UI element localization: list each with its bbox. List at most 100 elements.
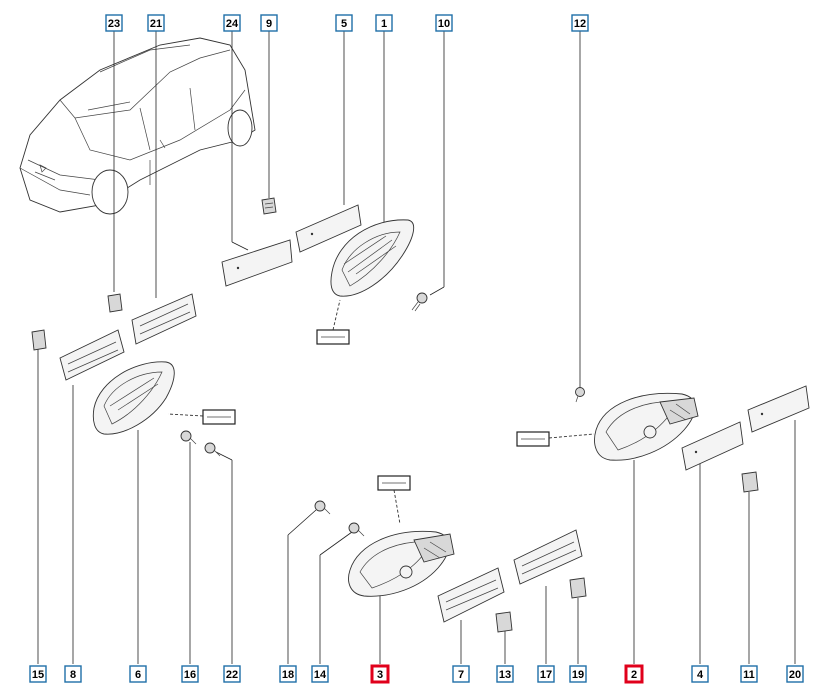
callout-box (260, 14, 278, 32)
callout-box (105, 14, 123, 32)
callout-number: 16 (184, 669, 196, 681)
callout-number: 12 (574, 18, 586, 30)
screw-12 (575, 387, 585, 403)
callout-5: 5 (335, 14, 353, 32)
door-handle-6 (92, 361, 175, 435)
callout-10: 10 (435, 14, 453, 32)
door-handle-3 (348, 530, 455, 597)
callout-box (223, 14, 241, 32)
callout-number: 3 (377, 669, 383, 681)
clip-part-13 (495, 611, 513, 633)
door-handle-2 (594, 392, 699, 461)
clip-part-11 (741, 471, 759, 493)
callout-4: 4 (691, 665, 709, 683)
callout-13: 13 (496, 665, 514, 683)
seal-plate-20 (747, 385, 810, 433)
callout-box (64, 665, 82, 683)
car-illustration (19, 37, 256, 215)
callout-23: 23 (105, 14, 123, 32)
callout-box (375, 14, 393, 32)
screw-16 (180, 430, 197, 445)
callout-box (624, 664, 644, 684)
callout-number: 15 (32, 669, 44, 681)
callout-number: 20 (789, 669, 801, 681)
callout-box (129, 665, 147, 683)
clip-part-9 (261, 197, 277, 215)
callout-number: 17 (540, 669, 552, 681)
callout-number: 22 (226, 669, 238, 681)
callout-22: 22 (223, 665, 241, 683)
seal-plate-24 (221, 239, 293, 287)
callout-20: 20 (786, 665, 804, 683)
callout-box (496, 665, 514, 683)
callout-number: 13 (499, 669, 511, 681)
callout-number: 14 (314, 669, 327, 681)
callout-number: 18 (282, 669, 294, 681)
callout-box (435, 14, 453, 32)
callout-box (29, 665, 47, 683)
screw-10 (411, 292, 428, 312)
tag-part-1 (316, 299, 350, 345)
callout-number: 5 (341, 18, 347, 30)
callout-number: 4 (697, 669, 704, 681)
callout-3: 3 (370, 664, 390, 684)
callout-box (311, 665, 329, 683)
callout-box (223, 665, 241, 683)
callout-18: 18 (279, 665, 297, 683)
callout-11: 11 (740, 665, 758, 683)
trim-piece-17 (513, 529, 583, 585)
callout-number: 11 (743, 669, 755, 681)
tag-part-2 (516, 431, 595, 447)
clip-part-23 (107, 293, 123, 313)
seal-plate-5 (295, 204, 362, 253)
callout-number: 8 (70, 669, 76, 681)
screw-18 (314, 500, 331, 515)
callout-number: 2 (631, 669, 637, 681)
callout-box (181, 665, 199, 683)
screw-22 (204, 442, 221, 457)
trim-piece-21 (131, 293, 197, 345)
callout-number: 9 (266, 18, 272, 30)
callout-number: 23 (108, 18, 120, 30)
clip-part-15 (31, 329, 47, 351)
tag-part-6 (167, 409, 236, 425)
trim-piece-8 (59, 329, 125, 381)
callout-box (370, 664, 390, 684)
callout-box (147, 14, 165, 32)
callout-1: 1 (375, 14, 393, 32)
callout-number: 24 (226, 18, 239, 30)
clip-part-19 (569, 577, 587, 599)
callout-number: 1 (381, 18, 387, 30)
callout-number: 6 (135, 669, 141, 681)
callout-number: 21 (150, 18, 162, 30)
callout-number: 19 (572, 669, 584, 681)
callout-12: 12 (571, 14, 589, 32)
callout-box (452, 665, 470, 683)
callout-2: 2 (624, 664, 644, 684)
callout-box (786, 665, 804, 683)
door-handle-1 (330, 219, 415, 297)
callout-9: 9 (260, 14, 278, 32)
tag-part-3 (377, 475, 411, 525)
callout-number: 7 (458, 669, 464, 681)
callout-number: 10 (438, 18, 450, 30)
screw-14 (348, 522, 365, 537)
callout-19: 19 (569, 665, 587, 683)
callout-box (740, 665, 758, 683)
callout-16: 16 (181, 665, 199, 683)
callout-17: 17 (537, 665, 555, 683)
callout-box (537, 665, 555, 683)
callout-7: 7 (452, 665, 470, 683)
callout-15: 15 (29, 665, 47, 683)
callout-box (571, 14, 589, 32)
callout-14: 14 (311, 665, 329, 683)
callout-6: 6 (129, 665, 147, 683)
callout-8: 8 (64, 665, 82, 683)
callout-box (691, 665, 709, 683)
trim-piece-7 (437, 567, 505, 623)
seal-plate-4 (681, 421, 744, 471)
callout-box (279, 665, 297, 683)
